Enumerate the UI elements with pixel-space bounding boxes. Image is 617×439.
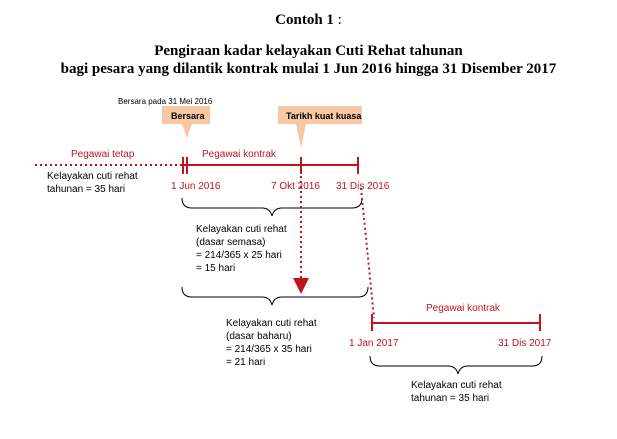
timeline-2016: Pegawai tetap Pegawai kontrak 1 Jun 2016… [35,149,390,192]
brace-current-basis [181,197,363,217]
effective-date-label: Tarikh kuat kuasa [286,111,362,121]
example-title-colon: : [333,12,342,28]
timeline-2017: Pegawai kontrak 1 Jan 2017 31 Dis 2017 [349,303,552,349]
bersara-label: Bersara [171,111,206,121]
example-heading: Contoh 1 : [0,12,617,29]
bersara-callout: Bersara [162,106,210,138]
diagram-title: Pengiraan kadar kelayakan Cuti Rehat tah… [0,42,617,78]
brace-annual-2017 [369,355,543,375]
year-transition-connector [360,187,375,319]
annual-entitlement-before: Kelayakan cuti rehat tahunan = 35 hari [47,171,140,195]
date-31-dis-2017: 31 Dis 2017 [498,338,552,349]
contract-label-2017: Pegawai kontrak [426,303,501,314]
retired-date-caption: Bersara pada 31 Mei 2016 [118,97,213,106]
title-line-1: Pengiraan kadar kelayakan Cuti Rehat tah… [154,43,463,59]
permanent-label: Pegawai tetap [71,149,135,160]
example-title: Contoh 1 [275,12,334,28]
date-1-jan-2017: 1 Jan 2017 [349,338,399,349]
date-31-dis-2016: 31 Dis 2016 [336,181,390,192]
new-basis-note: Kelayakan cuti rehat (dasar baharu) = 21… [226,318,319,368]
effective-date-callout: Tarikh kuat kuasa [278,106,362,148]
contract-label-2016: Pegawai kontrak [202,149,277,160]
date-1-jun-2016: 1 Jun 2016 [171,181,221,192]
date-7-okt-2016: 7 Okt 2016 [271,181,320,192]
title-line-2: bagi pesara yang dilantik kontrak mulai … [60,61,557,77]
brace-new-basis [181,286,369,306]
current-basis-note: Kelayakan cuti rehat (dasar semasa) = 21… [196,224,289,274]
annual-entitlement-after: Kelayakan cuti rehat tahunan = 35 hari [411,380,504,404]
